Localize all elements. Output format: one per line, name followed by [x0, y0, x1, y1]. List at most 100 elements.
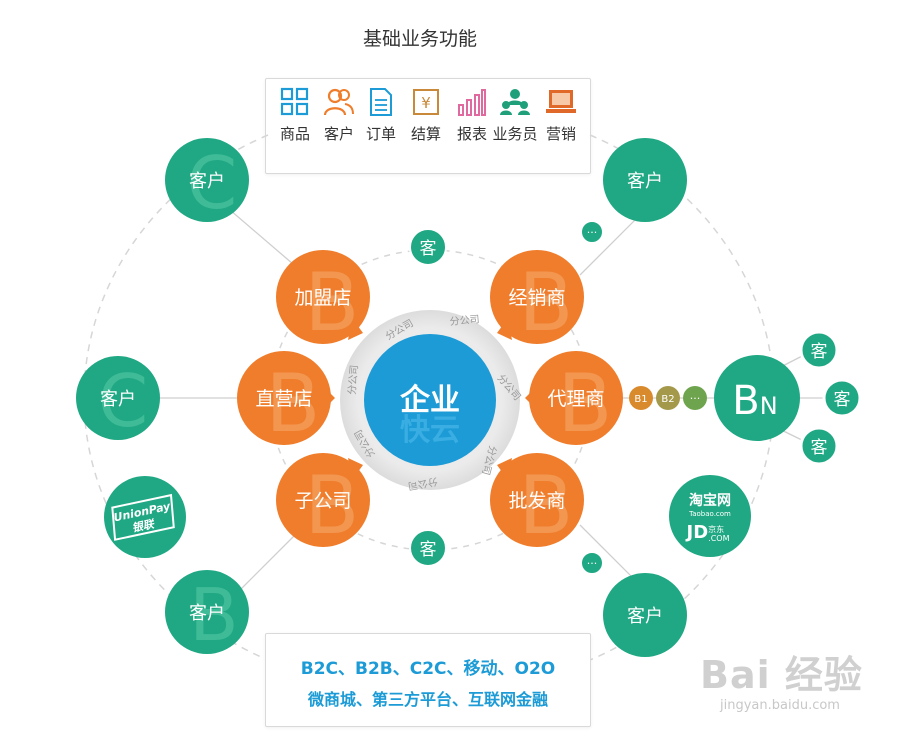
customer-node-bottom-left: B 客户: [165, 570, 249, 657]
customer-icon: [323, 88, 354, 116]
branch-subsidiary: B 子公司: [276, 453, 370, 552]
branch-franchise: B 加盟店: [276, 250, 370, 349]
customer-label: 客户: [100, 389, 136, 410]
jd-logo: JD京东.COM: [685, 522, 730, 543]
bn-customer-right: 客: [822, 378, 862, 418]
enterprise-label: 企业: [400, 383, 460, 418]
svg-text:¥: ¥: [421, 94, 431, 112]
ring-label: 分公司: [407, 475, 439, 492]
b1-label: B1: [634, 394, 647, 405]
letter-b: B: [558, 357, 613, 450]
taobao-label: 淘宝网: [689, 492, 731, 509]
letter-b: B: [189, 573, 238, 657]
jd-com: .COM: [708, 534, 729, 543]
small-customer-label: 客: [811, 342, 828, 362]
letter-c: C: [187, 141, 237, 225]
page-title: 基础业务功能: [362, 28, 477, 50]
customer-node-bottom-right: 客户: [603, 573, 687, 657]
customer-node-top-left: C 客户: [165, 138, 249, 225]
more-node-top: ···: [580, 220, 604, 244]
function-label: 报表: [456, 125, 487, 143]
bn-label: BN: [732, 378, 777, 424]
customer-label: 客户: [627, 606, 663, 627]
taobao-url: Taobao.com: [688, 510, 731, 518]
function-label: 商品: [279, 125, 310, 143]
letter-b: B: [519, 459, 574, 552]
channel-line-2: 微商城、第三方平台、互联网金融: [307, 690, 548, 709]
bn-node: BN: [714, 355, 800, 441]
bn-customer-bottom: 客: [799, 426, 839, 466]
watermark-text: Bai 经验: [700, 653, 863, 697]
function-label: 客户: [323, 125, 354, 143]
franchise-label: 加盟店: [294, 287, 351, 309]
letter-c: C: [98, 359, 148, 443]
grid-icon: [280, 87, 309, 116]
salesperson-icon: [500, 89, 530, 115]
function-label: 营销: [545, 125, 576, 143]
ring-label: 分公司: [346, 364, 361, 395]
small-customer-label: 客: [420, 540, 437, 560]
customer-node-top-right: 客户: [603, 138, 687, 222]
letter-b: B: [305, 256, 360, 349]
agent-label: 代理商: [547, 388, 604, 410]
baidu-watermark: Bai 经验 jingyan.baidu.com: [690, 640, 890, 730]
more-label: ···: [587, 557, 598, 570]
branch-distributor: B 经销商: [490, 250, 584, 349]
center-watermark: 快云: [400, 413, 460, 448]
jd-cn: 京东: [708, 524, 724, 534]
subsidiary-label: 子公司: [294, 490, 351, 512]
function-label: 订单: [365, 125, 396, 143]
more-node-bottom: ···: [580, 551, 604, 575]
chain-b1: B1: [629, 386, 653, 410]
order-icon: [370, 88, 392, 116]
function-item-customer: 客户: [316, 87, 362, 144]
wholesaler-label: 批发商: [508, 490, 565, 512]
customer-label: 客户: [189, 603, 225, 624]
customer-label: 客户: [189, 171, 225, 192]
direct-label: 直营店: [255, 388, 312, 410]
bn-sub: N: [760, 392, 778, 420]
small-customer-bottom: 客: [409, 529, 447, 567]
marketing-icon: [546, 90, 576, 113]
small-customer-label: 客: [811, 438, 828, 458]
function-item-settlement: ¥ 结算: [403, 87, 449, 144]
settlement-icon: ¥: [413, 89, 439, 115]
function-item-order: 订单: [358, 87, 404, 144]
enterprise-node: [364, 334, 496, 466]
unionpay-node: UnionPay 银联: [104, 476, 186, 558]
small-customer-label: 客: [420, 239, 437, 259]
chain-b2: B2: [656, 386, 680, 410]
function-item-product: 商品: [272, 87, 318, 144]
letter-b: B: [305, 459, 360, 552]
bn-letter: B: [732, 378, 759, 424]
chain-more: ···: [683, 386, 707, 410]
letter-b: B: [519, 256, 574, 349]
b2-label: B2: [661, 394, 674, 405]
function-label: 业务员: [492, 125, 538, 143]
more-label: ···: [587, 226, 598, 239]
more-label: ···: [690, 392, 701, 405]
small-customer-top: 客: [409, 228, 447, 266]
branch-direct: B 直营店: [237, 351, 335, 450]
channel-panel: B2C、B2B、C2C、移动、O2O 微商城、第三方平台、互联网金融: [265, 633, 591, 727]
function-panel: 商品 客户 订单 ¥ 结算: [265, 78, 591, 174]
function-item-marketing: 营销: [538, 87, 584, 144]
function-item-salesperson: 业务员: [492, 87, 538, 144]
letter-b: B: [266, 357, 321, 450]
watermark-url: jingyan.baidu.com: [720, 698, 840, 713]
function-item-report: 报表: [449, 87, 495, 144]
ring-label: 分公司: [449, 313, 480, 328]
customer-label: 客户: [627, 171, 663, 192]
bn-customer-top: 客: [799, 330, 839, 370]
unionpay-cn: 银联: [131, 517, 157, 535]
jd-letters: JD: [685, 522, 709, 543]
small-customer-label: 客: [834, 390, 851, 410]
distributor-label: 经销商: [508, 287, 565, 309]
channel-line-1: B2C、B2B、C2C、移动、O2O: [300, 659, 556, 679]
report-icon: [458, 89, 486, 116]
taobao-jd-node: 淘宝网 Taobao.com JD京东.COM: [669, 475, 751, 557]
branch-wholesaler: B 批发商: [490, 453, 584, 552]
customer-node-left: C 客户: [76, 356, 160, 443]
